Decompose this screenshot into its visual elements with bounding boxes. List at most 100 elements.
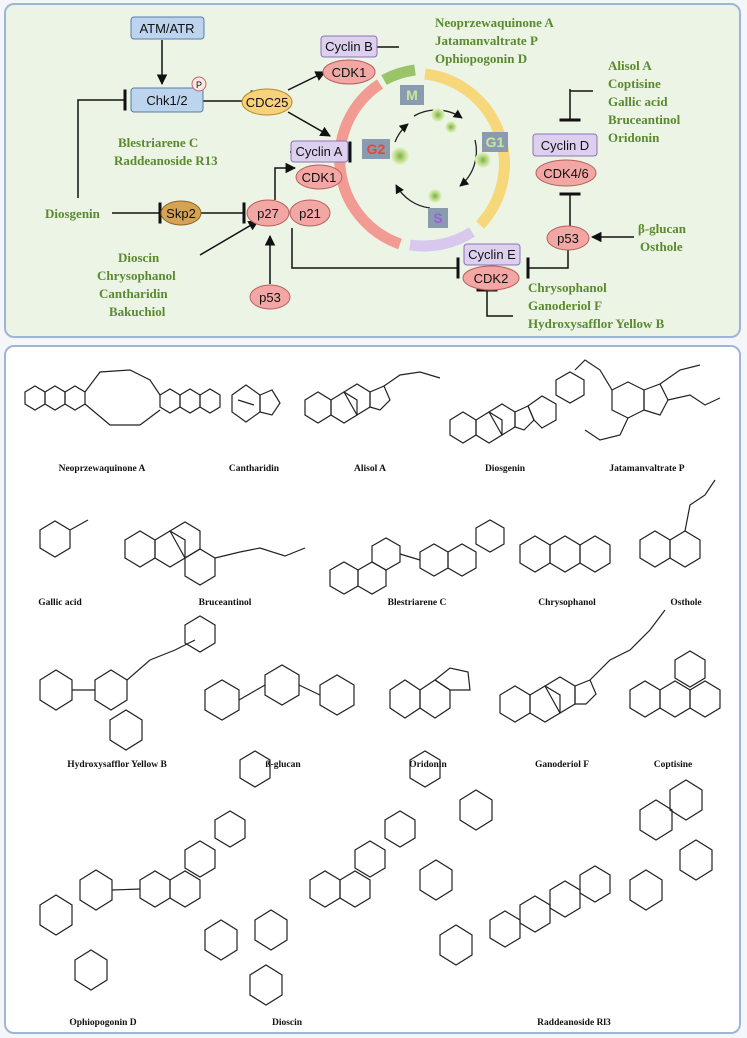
structure-dioscin <box>204 750 441 1006</box>
drug-label: Raddeanoside R13 <box>114 153 218 168</box>
cell-cycle-ring: M G1 S G2 <box>334 64 510 252</box>
pathway-edges <box>77 36 634 317</box>
phospho-label: P <box>196 80 202 90</box>
drug-label: Jatamanvaltrate P <box>435 33 538 48</box>
cyclin-a-node <box>290 140 349 163</box>
cyclin-b-node <box>320 35 378 58</box>
cell-icon <box>391 147 409 165</box>
p53-right-node <box>546 225 590 251</box>
compound-label: Gallic acid <box>38 598 82 608</box>
cyclin-d-label: Cyclin D <box>541 138 589 153</box>
drug-label: Gallic acid <box>608 94 668 109</box>
drug-label: Chrysophanol <box>528 280 607 295</box>
compound-label: Raddeanoside Rl3 <box>537 1018 611 1028</box>
compound-label: ß-glucan <box>265 760 301 770</box>
structure-jatamanvaltrate-p <box>574 359 721 441</box>
p21-node <box>289 199 331 227</box>
cyclin-e-label: Cyclin E <box>468 247 516 262</box>
drug-label: Dioscin <box>118 250 160 265</box>
structure-osthole <box>639 479 716 568</box>
phase-m: M <box>406 87 418 103</box>
structure-gallic-acid <box>39 519 89 558</box>
cyclin-a-label: Cyclin A <box>296 144 343 159</box>
drug-label: Osthole <box>640 239 683 254</box>
cdk1-a-node <box>295 164 343 190</box>
drug-label: Coptisine <box>608 76 661 91</box>
p53-left-node <box>249 284 291 310</box>
structure-raddeanoside-r13 <box>419 779 713 966</box>
compound-label: Osthole <box>670 598 701 608</box>
compound-label: Diosgenin <box>485 464 526 474</box>
structure-chrysophanol <box>519 535 611 573</box>
drug-label: Bruceantinol <box>608 112 681 127</box>
skp2-label: Skp2 <box>166 206 196 221</box>
skp2-node <box>160 200 202 226</box>
cyclin-e-node <box>463 243 521 266</box>
structure-drawings <box>24 359 721 1006</box>
compound-label: Coptisine <box>654 760 693 770</box>
cdk1-b-label: CDK1 <box>332 65 367 80</box>
structure-ganoderiol-f <box>499 609 666 723</box>
drug-labels: Neoprzewaquinone A Jatamanvaltrate P Oph… <box>45 15 687 331</box>
structure-beta-glucan <box>204 664 355 721</box>
cdk2-node <box>462 265 520 291</box>
p53-left-label: p53 <box>259 290 281 305</box>
structure-bruceantinol <box>124 521 306 586</box>
drug-label: Blestriarene C <box>118 135 198 150</box>
cell-icon <box>431 108 445 122</box>
compound-label: Hydroxysafflor Yellow B <box>67 760 167 770</box>
compound-label: Dioscin <box>272 1018 303 1028</box>
cyclin-d-node <box>532 133 598 157</box>
compound-label: Alisol A <box>354 464 386 474</box>
signaling-pathway-panel <box>4 3 741 338</box>
compound-label: Cantharidin <box>229 464 280 474</box>
p27-label: p27 <box>257 206 279 221</box>
cell-icon <box>445 121 457 133</box>
p53-right-label: p53 <box>557 231 579 246</box>
cdk1-b-node <box>322 59 376 85</box>
compound-label: Ganoderiol F <box>535 760 589 770</box>
drug-label: Chrysophanol <box>97 268 176 283</box>
cdc25-label: CDC25 <box>246 95 289 110</box>
chk-label: Chk1/2 <box>146 93 187 108</box>
structure-hydroxysafflor-yellow-b <box>39 615 216 751</box>
phospho-icon <box>191 76 207 92</box>
chk-node <box>130 87 204 113</box>
phase-g2: G2 <box>367 141 386 157</box>
structure-ophiopogonin-d <box>39 750 271 991</box>
compound-names: Neoprzewaquinone A Cantharidin Alisol A … <box>38 464 701 1028</box>
cell-icon <box>475 152 491 168</box>
structure-neoprzewaquinone-a <box>24 369 221 426</box>
cell-icon <box>428 189 442 203</box>
drug-label: Bakuchiol <box>109 304 166 319</box>
cdk1-a-label: CDK1 <box>302 170 337 185</box>
pathway-nodes: ATM/ATR Chk1/2 P CDC25 Cyclin B CDK1 Cyc… <box>130 16 598 310</box>
compound-label: Blestriarene C <box>388 598 447 608</box>
cyclin-b-label: Cyclin B <box>325 39 373 54</box>
compound-label: Oridonin <box>409 760 447 770</box>
drug-label: Ophiopogonin D <box>435 51 527 66</box>
atm-atr-label: ATM/ATR <box>139 21 194 36</box>
structure-blestriarene-c <box>329 519 505 595</box>
cdk46-label: CDK4/6 <box>543 166 589 181</box>
structure-alisol-a <box>304 371 441 424</box>
compound-label: Chrysophanol <box>538 598 596 608</box>
drug-label: Hydroxysafflor Yellow B <box>528 316 665 331</box>
drug-label: Oridonin <box>608 130 660 145</box>
phase-g1: G1 <box>486 134 505 150</box>
compound-label: Neoprzewaquinone A <box>59 464 146 474</box>
drug-label: Neoprzewaquinone A <box>435 15 554 30</box>
structure-coptisine <box>629 650 721 718</box>
drug-label: Diosgenin <box>45 206 101 221</box>
compound-label: Jatamanvaltrate P <box>609 464 684 474</box>
atm-atr-node <box>130 16 205 40</box>
cdk2-label: CDK2 <box>474 271 509 286</box>
drug-label: Alisol A <box>608 58 652 73</box>
structure-oridonin <box>389 667 471 719</box>
compound-label: Ophiopogonin D <box>69 1018 136 1028</box>
cdk46-node <box>535 159 597 187</box>
compound-label: Bruceantinol <box>199 598 252 608</box>
drug-label: β-glucan <box>638 221 687 236</box>
cdc25-node <box>241 88 293 116</box>
